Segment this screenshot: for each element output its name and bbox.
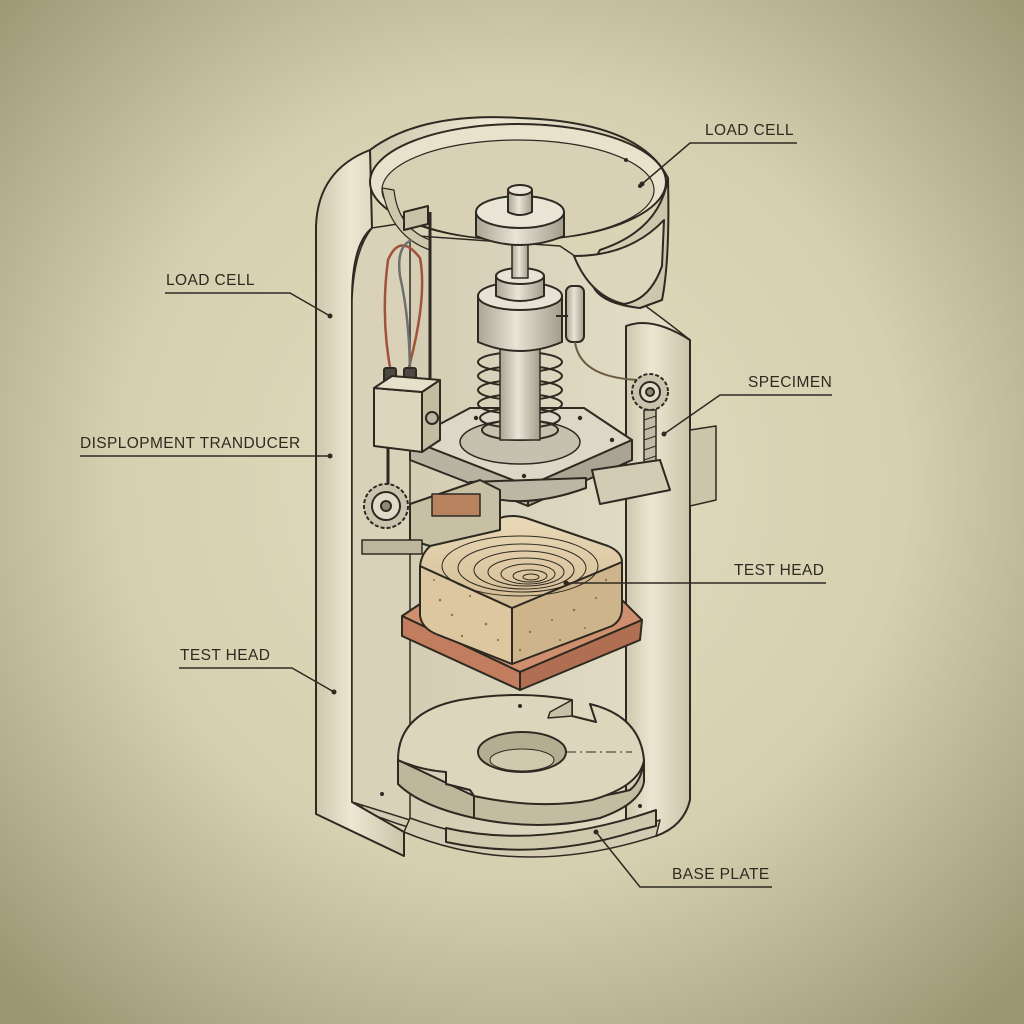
- test-head-assembly: [401, 515, 643, 691]
- base-plate-center-hole-floor: [489, 748, 555, 772]
- label-specimen: SPECIMEN: [748, 374, 833, 391]
- leader-load-cell-right: [641, 142, 797, 185]
- lvdt-sensor-body: [565, 285, 585, 343]
- specimen-block-right: [511, 561, 623, 665]
- transducer-box-top: [373, 375, 441, 393]
- leader-specimen: [663, 394, 832, 435]
- transducer-wire-gray: [398, 238, 413, 379]
- base-plate-notch-top: [547, 699, 573, 719]
- side-clamp-right: [591, 459, 671, 505]
- top-load-cell-stem-face: [507, 184, 533, 196]
- label-test-head-right: TEST HEAD: [734, 562, 825, 579]
- transducer-bracket: [403, 205, 429, 231]
- label-load-cell-left: LOAD CELL: [166, 272, 255, 289]
- housing-right-wall-lip: [689, 425, 717, 507]
- crosshead-plate-bolts: [435, 415, 615, 479]
- housing-right-wall: [625, 322, 691, 837]
- actuator-assembly: [386, 184, 641, 520]
- leader-test-head-left: [179, 667, 335, 693]
- housing-top-ring-cut: [573, 219, 665, 305]
- drive-gear-left: [363, 483, 409, 529]
- housing-rivets: [380, 158, 642, 808]
- specimen-concentric-rings: [441, 535, 599, 597]
- actuator-cylinder-body: [477, 295, 563, 352]
- side-clamp-brown: [431, 493, 481, 517]
- lvdt-sensor-cable: [574, 341, 641, 381]
- leader-base-plate: [595, 831, 772, 888]
- base-plate-outer-ring: [445, 809, 657, 851]
- displacement-transducer: [361, 205, 671, 555]
- base-plate: [397, 694, 657, 851]
- transducer-knob: [425, 411, 439, 425]
- lead-screw-threads: [643, 415, 657, 461]
- label-test-head-left: TEST HEAD: [180, 647, 271, 664]
- rubber-pad-front-right: [519, 619, 643, 691]
- specimen-speckles: [433, 578, 608, 652]
- drive-gear-right: [631, 373, 669, 411]
- label-load-cell-right: LOAD CELL: [705, 122, 794, 139]
- leader-lines: [80, 142, 832, 888]
- specimen-block-top: [419, 515, 623, 609]
- top-load-cell-stem: [507, 189, 533, 216]
- label-displacement-transducer: DISPLOPMENT TRANDUCER: [80, 435, 301, 452]
- specimen-block-left: [419, 565, 513, 665]
- base-plate-notch-left: [445, 772, 475, 797]
- label-base-plate: BASE PLATE: [672, 866, 770, 883]
- horizontal-guide-bar: [361, 539, 423, 555]
- transducer-box-front: [373, 387, 423, 453]
- actuator-piston: [499, 339, 541, 441]
- leader-load-cell-left: [165, 292, 331, 317]
